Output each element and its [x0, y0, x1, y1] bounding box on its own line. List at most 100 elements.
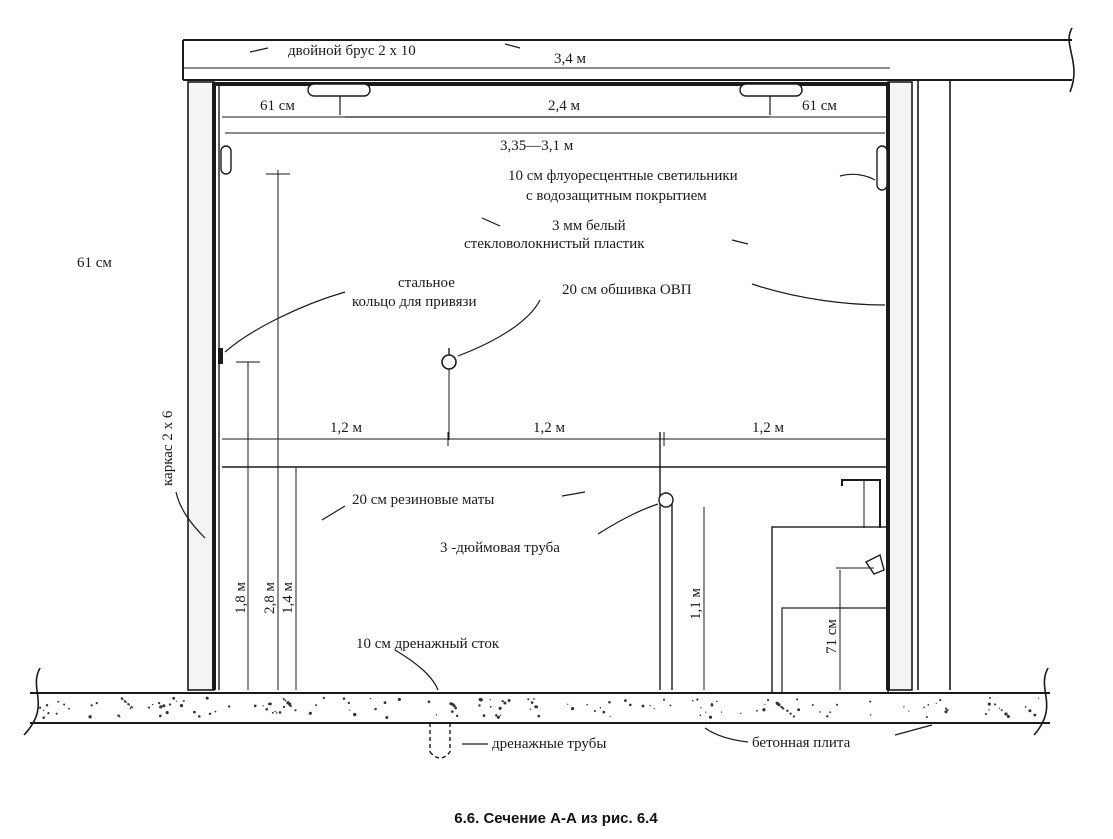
concrete-speck	[835, 703, 839, 706]
concrete-speck	[649, 705, 651, 707]
concrete-speck	[208, 712, 212, 716]
concrete-speck	[987, 702, 991, 706]
concrete-speck	[227, 705, 231, 708]
label-h-14: 1,4 м	[280, 582, 296, 615]
label-lights-line2: с водозащитным покрытием	[526, 188, 707, 204]
concrete-speck	[168, 703, 172, 706]
concrete-speck	[994, 703, 997, 706]
concrete-speck	[182, 699, 185, 702]
label-frame: каркас 2 х 6	[160, 410, 176, 486]
concrete-speck	[789, 712, 792, 715]
concrete-speck	[198, 715, 201, 718]
concrete-speck	[1037, 697, 1040, 699]
concrete-speck	[162, 704, 166, 708]
concrete-speck	[482, 714, 486, 717]
concrete-speck	[945, 707, 948, 710]
concrete-speck	[530, 701, 534, 704]
concrete-speck	[294, 709, 297, 712]
concrete-speck	[265, 708, 268, 711]
label-plastic-line1: 3 мм белый	[552, 218, 626, 234]
concrete-speck	[740, 712, 742, 714]
concrete-speck	[315, 704, 318, 707]
label-pipe: 3 -дюймовая труба	[440, 540, 560, 556]
concrete-speck	[130, 705, 133, 708]
label-seg1: 1,2 м	[330, 420, 363, 436]
concrete-speck	[342, 697, 346, 700]
label-lights-line1: 10 см флуоресцентные светильники	[508, 168, 738, 184]
concrete-speck	[158, 714, 162, 718]
concrete-speck	[927, 704, 930, 706]
label-margin-left: 61 см	[260, 98, 295, 114]
concrete-speck	[455, 714, 459, 718]
concrete-speck	[696, 698, 699, 701]
vertical-dimensions	[236, 170, 841, 690]
concrete-speck	[501, 699, 504, 703]
concrete-speck	[308, 711, 312, 715]
concrete-speck	[42, 716, 45, 719]
concrete-speck	[45, 703, 49, 707]
concrete-speck	[125, 701, 127, 703]
label-width-outer: 3,4 м	[554, 51, 587, 67]
ceiling-light-left	[307, 83, 371, 115]
concrete-speck	[347, 701, 351, 705]
concrete-speck	[496, 715, 500, 719]
concrete-speck	[653, 708, 655, 710]
concrete-speck	[708, 715, 713, 719]
concrete-speck	[205, 696, 209, 700]
label-h-71: 71 см	[824, 619, 840, 654]
concrete-speck	[322, 696, 325, 700]
concrete-speck	[68, 707, 70, 710]
concrete-speck	[353, 712, 357, 717]
label-width-center: 2,4 м	[548, 98, 581, 114]
concrete-speck	[602, 710, 606, 714]
concrete-speck	[1004, 712, 1008, 716]
concrete-speck	[383, 701, 387, 705]
concrete-speck	[275, 712, 278, 714]
concrete-speck	[988, 709, 990, 711]
concrete-speck	[274, 710, 276, 713]
concrete-speck	[593, 709, 596, 713]
concrete-speck	[782, 707, 785, 710]
label-h-18: 1,8 м	[233, 582, 249, 615]
concrete-speck	[278, 711, 282, 714]
concrete-speck	[946, 708, 949, 712]
concrete-speck	[1000, 709, 1003, 712]
concrete-speck	[608, 701, 611, 704]
label-drain-pipes: дренажные трубы	[492, 736, 606, 752]
label-mats: 20 см резиновые маты	[352, 492, 494, 508]
concrete-speck	[629, 703, 632, 707]
label-seg3: 1,2 м	[752, 420, 785, 436]
label-slab: бетонная плита	[752, 735, 851, 751]
concrete-speck	[489, 705, 492, 708]
concrete-speck	[700, 707, 702, 709]
concrete-speck	[935, 702, 937, 704]
concrete-speck	[47, 712, 50, 715]
leader-arrows	[175, 43, 933, 745]
concrete-speck	[570, 706, 575, 711]
concrete-speck	[903, 706, 905, 708]
concrete-speck	[159, 705, 163, 709]
concrete-speck	[157, 701, 161, 705]
concrete-speck	[939, 699, 942, 702]
concrete-speck	[267, 702, 270, 706]
concrete-speck	[172, 696, 176, 700]
concrete-speck	[792, 715, 795, 718]
concrete-speck	[989, 697, 991, 699]
concrete-speck	[1007, 715, 1009, 717]
concrete-speck	[691, 699, 694, 702]
steel-ring	[441, 348, 457, 440]
concrete-speck	[284, 699, 287, 702]
concrete-speck	[869, 714, 872, 716]
concrete-speck	[777, 703, 781, 707]
concrete-speck	[282, 698, 285, 700]
concrete-speck	[88, 715, 92, 719]
concrete-speck	[567, 703, 569, 705]
concrete-speck	[669, 704, 672, 707]
concrete-speck	[998, 707, 1001, 709]
label-ring-line1: стальное	[398, 275, 455, 291]
concrete-speck	[533, 698, 535, 700]
concrete-speck	[39, 706, 42, 709]
ceiling-light-right	[739, 83, 803, 115]
concrete-speck	[262, 705, 264, 707]
